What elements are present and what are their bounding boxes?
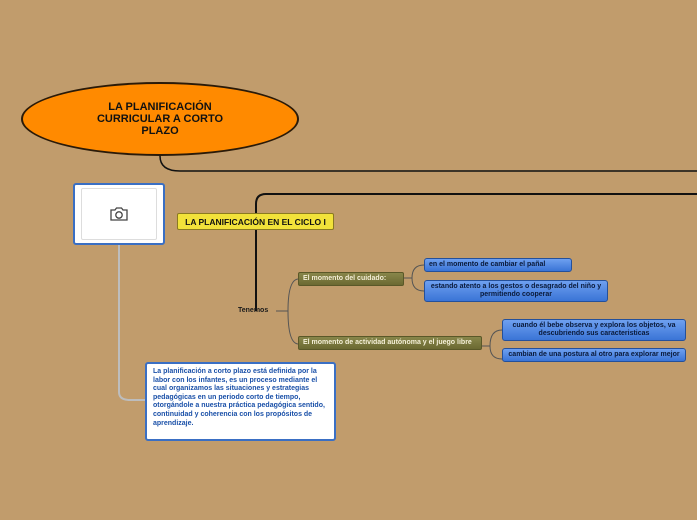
ciclo-topic-label: LA PLANIFICACIÓN EN EL CICLO I (185, 216, 326, 227)
tenemos-label[interactable]: Tenemos (238, 307, 269, 314)
root-topic[interactable]: LA PLANIFICACIÓN CURRICULAR A CORTO PLAZ… (21, 82, 299, 156)
root-connector (159, 155, 697, 172)
image-node[interactable] (73, 183, 165, 245)
branch-actividad[interactable]: El momento de actividad autónoma y el ju… (298, 336, 482, 350)
root-topic-label: LA PLANIFICACIÓN CURRICULAR A CORTO PLAZ… (96, 101, 224, 137)
actividad-connector (482, 329, 503, 360)
branch-cuidado[interactable]: El momento del cuidado: (298, 272, 404, 286)
main-stem-connector (255, 193, 697, 311)
tenemos-connector (276, 278, 299, 345)
leaf-estando-atento[interactable]: estando atento a los gestos o desagrado … (424, 280, 608, 302)
description-text: La planificación a corto plazo está defi… (153, 368, 325, 427)
leaf-cambiar-panal[interactable]: en el momento de cambiar el pañal (424, 258, 572, 272)
leaf-observa-explora[interactable]: cuando él bebe observa y explora los obj… (502, 319, 686, 341)
image-description-connector (118, 245, 145, 401)
description-note[interactable]: La planificación a corto plazo está defi… (145, 362, 336, 441)
cuidado-connector (404, 264, 425, 292)
ciclo-topic[interactable]: LA PLANIFICACIÓN EN EL CICLO I (177, 213, 334, 230)
leaf-cambian-postura[interactable]: cambian de una postura al otro para expl… (502, 348, 686, 362)
image-placeholder (81, 188, 157, 240)
camera-icon (110, 207, 128, 221)
